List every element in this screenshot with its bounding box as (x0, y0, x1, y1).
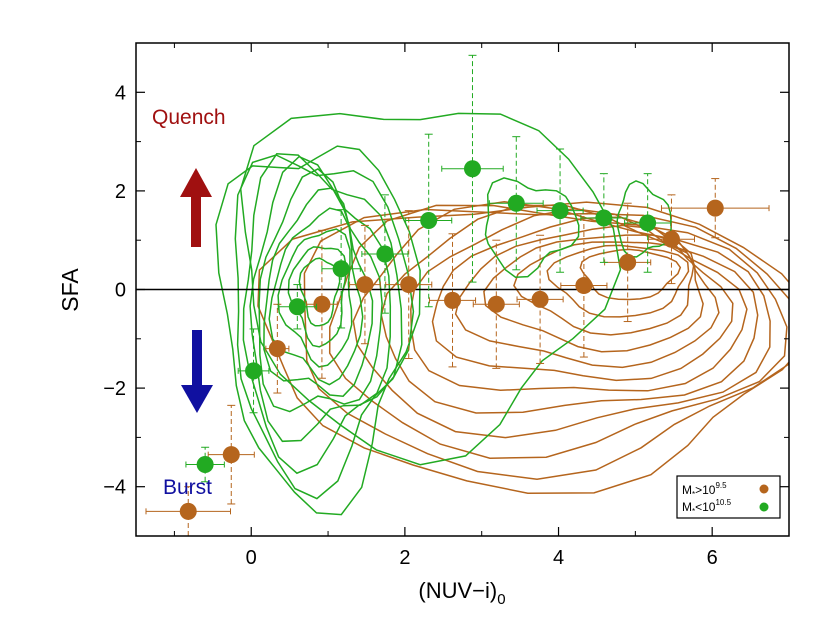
x-tick-label: 6 (707, 547, 718, 569)
data-point (332, 260, 350, 278)
data-point (706, 199, 724, 217)
data-point (531, 290, 549, 308)
brown-contour (328, 204, 788, 459)
data-point (444, 291, 462, 309)
y-tick-label: 4 (115, 82, 126, 104)
green-contour (287, 246, 348, 348)
green-contour (484, 177, 580, 278)
brown-contour (483, 234, 704, 353)
legend-label-mass-high: M*>109.5 (682, 481, 727, 499)
green-contour (239, 112, 622, 466)
brown-contour (513, 241, 695, 336)
data-point (463, 160, 481, 178)
data-point (639, 214, 657, 232)
data-point (420, 211, 438, 229)
green-contour (215, 145, 421, 516)
legend-label-mass-low: M*<1010.5 (682, 498, 732, 516)
burst-annotation: Burst (163, 476, 212, 499)
brown-contour (431, 216, 734, 382)
green-contour (277, 228, 353, 368)
x-axis-label: (NUV−i)0 (418, 578, 505, 608)
green-contour (616, 180, 672, 258)
contours-mass-low (215, 112, 672, 516)
data-point (356, 276, 374, 294)
green-contour (242, 153, 403, 475)
y-tick-label: 0 (115, 280, 126, 302)
legend-marker-mass-low (759, 502, 769, 512)
data-point (313, 295, 331, 313)
data-point (575, 277, 593, 295)
series-mass-low (185, 54, 672, 483)
data-point (619, 253, 637, 271)
data-point (487, 295, 505, 313)
data-point (400, 276, 418, 294)
x-tick-label: 4 (553, 547, 564, 569)
green-contour (268, 207, 364, 386)
y-axis-label: SFA (57, 268, 83, 312)
data-point (595, 209, 613, 227)
brown-contour (257, 201, 789, 494)
data-point (376, 245, 394, 263)
data-point (662, 230, 680, 248)
data-point (551, 202, 569, 220)
data-point (245, 362, 263, 380)
brown-contour (546, 244, 690, 318)
data-point (196, 456, 214, 474)
y-tick-label: 2 (115, 181, 126, 203)
x-tick-label: 0 (246, 547, 257, 569)
y-tick-label: −2 (103, 378, 126, 400)
data-point (507, 194, 525, 212)
axis-ticks: 0 2 4 6 −4 −2 0 2 4 (103, 42, 790, 569)
data-series-layer (145, 54, 770, 536)
data-point (222, 446, 240, 464)
legend: M*>109.5 M*<1010.5 (676, 475, 781, 519)
data-point (288, 298, 306, 316)
series-mass-high (145, 178, 770, 536)
data-point (179, 502, 197, 520)
data-point (268, 340, 286, 358)
burst-arrow-icon (181, 330, 213, 413)
quench-annotation: Quench (152, 106, 226, 129)
green-contour (234, 154, 415, 500)
x-axis-label-main: (NUV−i) (418, 578, 497, 603)
x-axis-label-subscript: 0 (497, 591, 505, 608)
y-tick-label: −4 (103, 477, 126, 499)
quench-arrow-icon (180, 168, 212, 247)
green-contour (263, 187, 374, 397)
legend-marker-mass-high (759, 484, 769, 494)
x-tick-label: 2 (399, 547, 410, 569)
green-contour (249, 155, 392, 443)
